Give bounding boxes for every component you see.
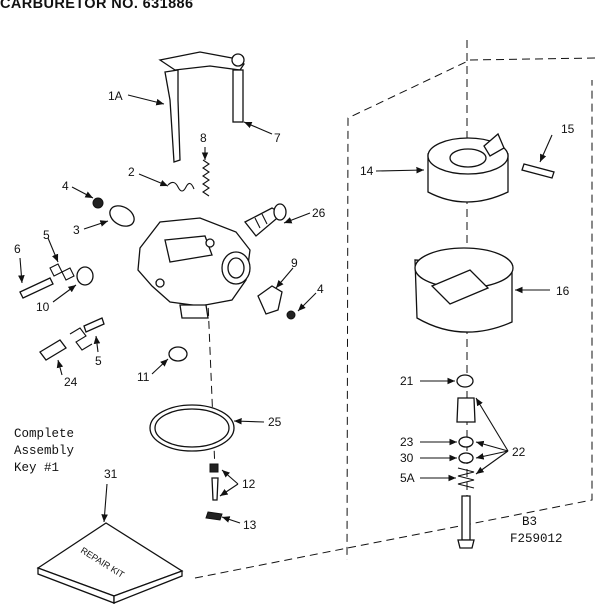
screw-part-6: [19, 277, 54, 299]
callout-9: 9: [291, 256, 298, 270]
callout-13: 13: [243, 518, 257, 532]
callout-24: 24: [64, 375, 78, 389]
callout-25: 25: [268, 415, 282, 429]
spring-part-5a: [49, 263, 75, 281]
needle-part-24: [39, 317, 105, 361]
callout-labels: 1A 7 8 2 4 3 26 6 5 10 9 4 5 24 11 25 12…: [14, 89, 575, 532]
callout-16: 16: [556, 284, 570, 298]
callout-8: 8: [200, 131, 207, 145]
callout-10: 10: [36, 300, 50, 314]
clip-part-13: [205, 511, 223, 521]
fitting-part-26: [244, 203, 287, 237]
assembly-note-line-2: Assembly: [14, 444, 75, 458]
callout-22: 22: [512, 445, 526, 459]
leader-lines: [18, 94, 553, 524]
assembly-note-line-3: Key #1: [14, 461, 59, 475]
needle-part-12: [209, 463, 219, 501]
assembly-note: Complete Assembly Key #1: [14, 427, 75, 475]
washer-part-21: [456, 374, 474, 388]
callout-12: 12: [242, 477, 256, 491]
float-cup-part-16: [414, 247, 514, 333]
callout-4-upper: 4: [62, 179, 69, 193]
callout-7: 7: [274, 131, 281, 145]
bowl-top-part-14: [427, 132, 509, 203]
plate-part-3: [109, 205, 135, 227]
screw-part-4a: [92, 197, 104, 209]
ref-code-f259012: F259012: [510, 532, 563, 546]
plate-part-9: [257, 285, 296, 320]
pin-part-15: [521, 163, 555, 179]
page-title: CARBURETOR NO. 631886: [0, 0, 194, 12]
callout-1A: 1A: [108, 89, 123, 103]
callout-5-lower: 5: [95, 354, 102, 368]
callout-23: 23: [400, 435, 414, 449]
spring-part-8: [202, 159, 210, 197]
callout-31: 31: [104, 467, 118, 481]
callout-21: 21: [400, 374, 414, 388]
throttle-shaft-lever: [158, 51, 245, 163]
callout-6: 6: [14, 242, 21, 256]
callout-5-upper: 5: [43, 228, 50, 242]
callout-15: 15: [561, 122, 575, 136]
assembly-note-line-1: Complete: [14, 427, 74, 441]
callout-30: 30: [400, 451, 414, 465]
callout-14: 14: [360, 164, 374, 178]
oring-part-10: [76, 266, 94, 286]
callout-11: 11: [137, 370, 150, 384]
callout-26: 26: [312, 206, 326, 220]
spring-part-2: [167, 181, 195, 192]
callout-3: 3: [73, 223, 80, 237]
callout-2: 2: [128, 165, 135, 179]
repair-kit-box: [36, 522, 184, 604]
gasket-part-25: [149, 404, 235, 452]
callout-5A: 5A: [400, 471, 415, 485]
dashed-enclosure: [194, 57, 596, 579]
bolt-stack-part-22: [456, 397, 476, 549]
ref-code-b3: B3: [522, 515, 537, 529]
carburetor-body: [137, 217, 251, 319]
callout-4-lower: 4: [317, 282, 324, 296]
plug-part-11: [168, 346, 188, 362]
